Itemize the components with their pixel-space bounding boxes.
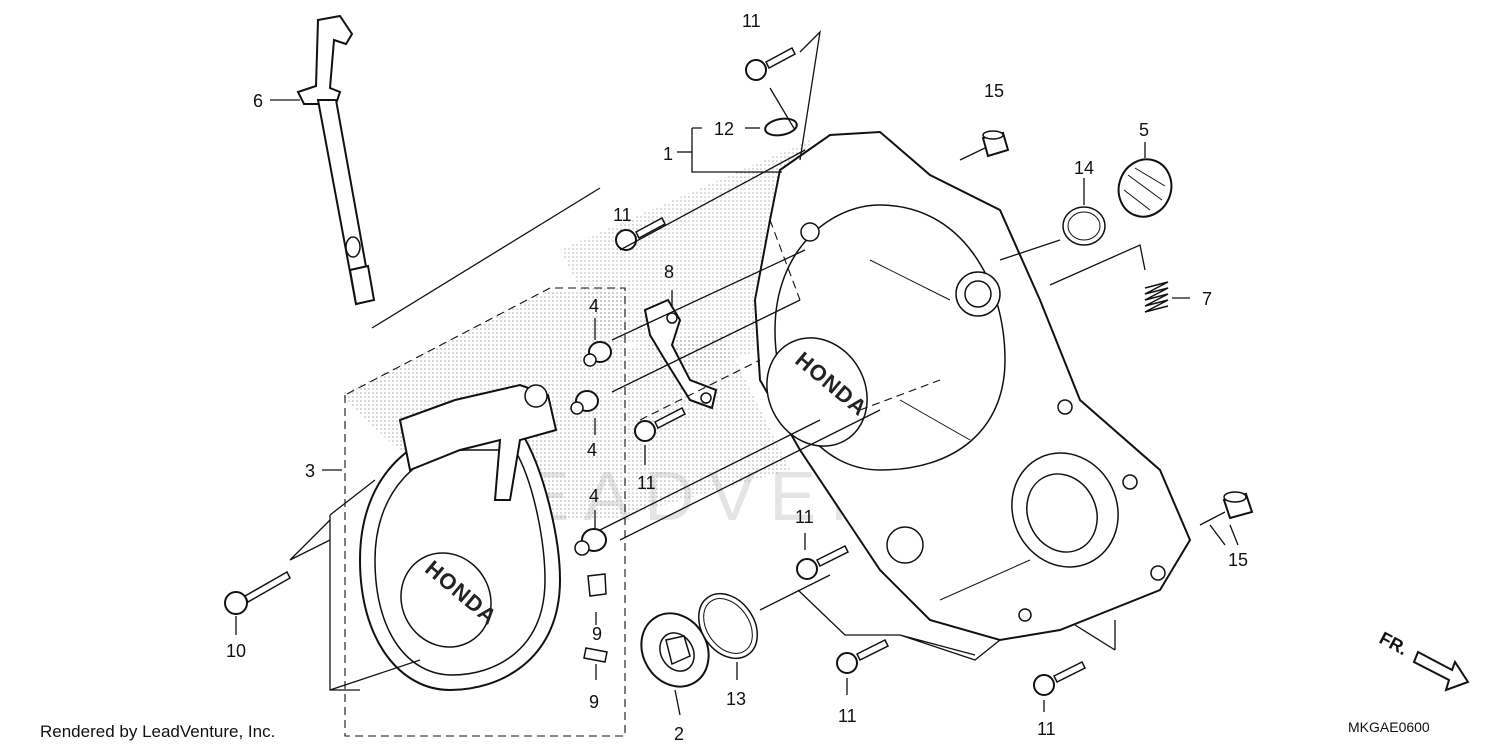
callout-11a: 11	[742, 11, 761, 31]
callout-11d: 11	[795, 507, 814, 527]
part-14-o-ring	[1062, 206, 1106, 246]
bolt-11-top	[745, 46, 796, 81]
part-5-oil-cap	[1117, 158, 1173, 218]
callout-11f: 11	[1037, 719, 1056, 739]
callout-14: 14	[1074, 158, 1094, 178]
part-8-stay	[643, 298, 718, 410]
callout-10: 10	[226, 641, 246, 661]
part-13-o-ring	[697, 592, 759, 660]
callout-15a: 15	[984, 81, 1004, 101]
diagram-code: MKGAE0600	[1348, 719, 1430, 735]
part-4-collar-b	[570, 390, 599, 415]
callout-5: 5	[1139, 120, 1149, 140]
callout-4a: 4	[589, 296, 599, 316]
part-15-dowel-lower	[1222, 491, 1254, 520]
bolt-11-upper-left	[615, 216, 666, 251]
bolt-10	[224, 570, 291, 615]
group-bracket-lines	[344, 219, 941, 737]
callout-4b: 4	[587, 440, 597, 460]
bolt-11-center	[796, 544, 850, 580]
credit-text: Rendered by LeadVenture, Inc.	[40, 722, 275, 741]
part-2-plug	[640, 612, 710, 688]
front-direction-arrow: FR.	[1376, 628, 1470, 692]
part-4-collar-c	[574, 528, 607, 556]
callout-4c: 4	[589, 486, 599, 506]
callout-11c: 11	[637, 473, 656, 493]
part-15-dowel-upper	[981, 130, 1010, 158]
callout-7: 7	[1202, 289, 1212, 309]
callout-9a: 9	[592, 624, 602, 644]
callout-3: 3	[305, 461, 315, 481]
callout-1: 1	[663, 144, 673, 164]
callout-9b: 9	[589, 692, 599, 712]
bolt-11-mid-left	[634, 406, 687, 442]
callout-15b: 15	[1228, 550, 1248, 570]
callout-13: 13	[726, 689, 746, 709]
callout-2: 2	[674, 724, 684, 744]
bolt-11-bottom-right	[1033, 660, 1087, 696]
part-12-seal	[764, 117, 798, 137]
part-9-pad-lower	[583, 647, 608, 663]
callout-12: 12	[714, 119, 734, 139]
bolt-11-bottom-center	[836, 638, 890, 674]
callout-8: 8	[664, 262, 674, 282]
part-7-spring	[1144, 281, 1169, 313]
part-9-pad-upper	[587, 573, 607, 597]
part-4-collar-a	[583, 341, 612, 367]
direction-label: FR.	[1376, 628, 1411, 659]
callout-11b: 11	[613, 205, 632, 225]
part-1-clutch-cover: HONDA	[753, 130, 1192, 642]
leader-lines	[235, 30, 1239, 716]
callout-6: 6	[253, 91, 263, 111]
part-6-shaft	[296, 14, 376, 306]
callout-11e: 11	[838, 706, 857, 726]
